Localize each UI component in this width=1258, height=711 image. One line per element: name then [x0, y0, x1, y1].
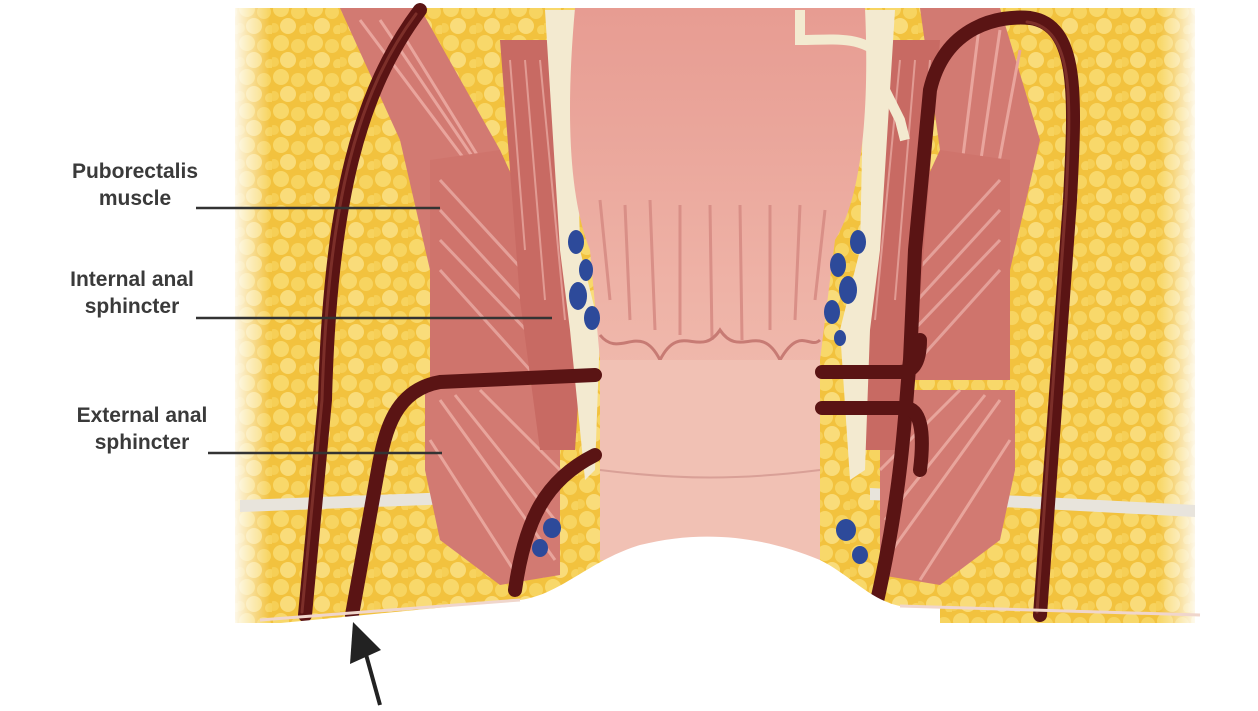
fade-right-edge: [1160, 8, 1200, 623]
external-sphincter-label-line1: External anal: [42, 402, 242, 429]
anal-canal: [600, 360, 820, 560]
external-sphincter-label-line2: sphincter: [42, 429, 242, 456]
internal-sphincter-label-line1: Internal anal: [38, 266, 226, 293]
internal-sphincter-label-line2: sphincter: [38, 293, 226, 320]
puborectalis-label: Puborectalis muscle: [45, 158, 225, 212]
external-sphincter-label: External anal sphincter: [42, 402, 242, 456]
puborectalis-label-line1: Puborectalis: [45, 158, 225, 185]
internal-sphincter-label: Internal anal sphincter: [38, 266, 226, 320]
puborectalis-label-line2: muscle: [45, 185, 225, 212]
fade-left-edge: [230, 8, 270, 623]
